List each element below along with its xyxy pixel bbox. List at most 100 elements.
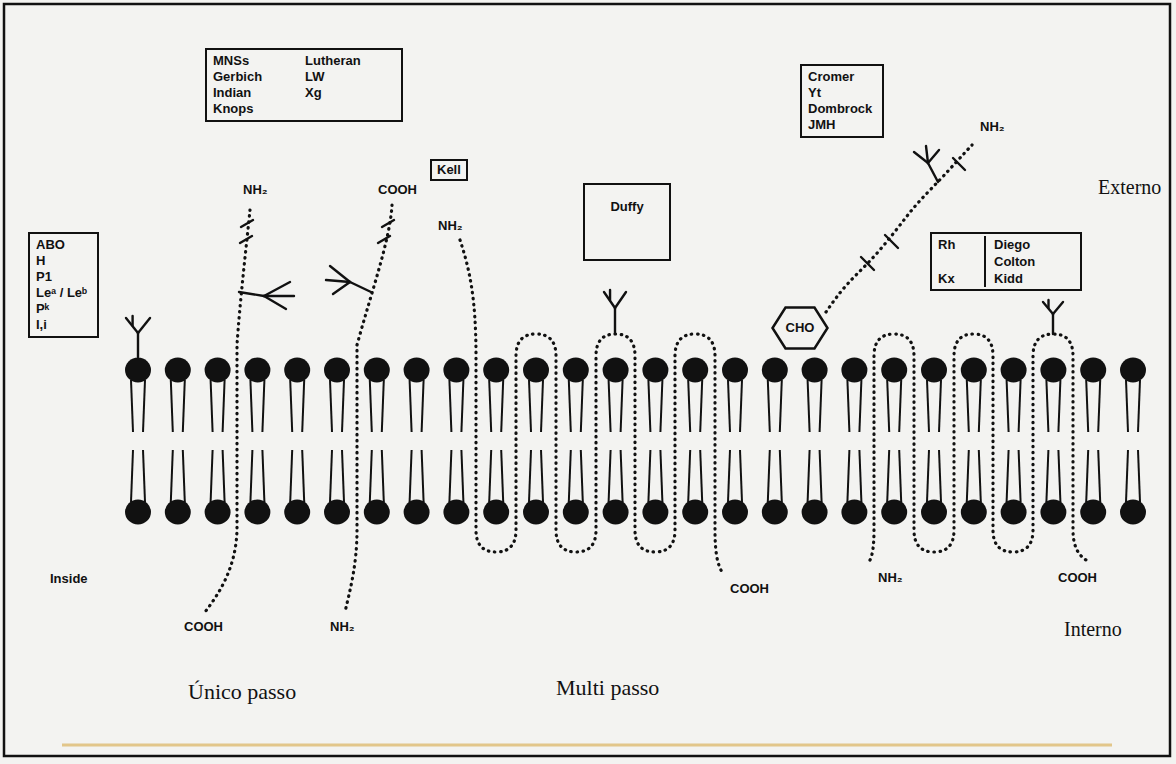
glycan-tick [885,235,898,248]
glycan [1052,314,1054,334]
lipid-head [841,500,867,525]
lipid-tail [847,380,849,432]
lipid-head [921,500,947,525]
lipid-tail [1046,450,1048,502]
antigen-name: Lutheran [305,53,397,69]
lipid-head [961,500,987,525]
lipid-tail [211,380,213,432]
frame [4,4,1170,756]
lipid-head [603,500,629,525]
lipid-tail [967,380,969,432]
lipid-head [802,358,828,383]
antigen-box: MNSsGerbichIndianKnopsLutheranLWXg [205,48,403,122]
lipid-head [523,358,549,383]
glycan [138,318,150,333]
lipid-tail [1138,450,1140,502]
lipid-tail [330,450,332,502]
glycan [264,296,286,309]
lipid-tail [808,450,810,502]
lipid-head [1080,358,1106,383]
lipid-tail [529,450,531,502]
lipid-tail [262,450,264,502]
terminus-label: NH₂ [438,219,463,233]
lipid-tail [847,450,849,502]
lipid-head [563,358,589,383]
lipid-tail [859,380,861,432]
lipid-tail [728,450,730,502]
lipid-tail [1046,380,1048,432]
terminus-label: COOH [378,183,417,197]
lipid-head [324,500,350,525]
glycan [326,280,350,282]
lipid-head [881,358,907,383]
lipid-head [603,358,629,383]
antigen-name: ABO [36,237,87,253]
lipid-head [125,358,151,383]
lipid-tail [1098,380,1100,432]
antigen-name: Colton [984,253,1080,270]
lipid-head [364,500,390,525]
lipid-tail [370,450,372,502]
lipid-tail [887,380,889,432]
lipid-head [642,500,668,525]
lipid-tail [927,450,929,502]
lipid-tail [342,450,344,502]
multi-pass-protein [870,334,1090,562]
glycan [350,282,371,292]
antigen-name: Duffy [591,199,663,215]
lipid-tail [700,450,702,502]
lipid-tail [183,380,185,432]
multi-pass-protein [460,240,722,572]
lipid-tail [250,380,252,432]
lipid-head [1080,500,1106,525]
lipid-head [443,500,469,525]
glycan [926,146,928,163]
lipid-tail [1126,380,1128,432]
lipid-tail [489,380,491,432]
antigen-name: JMH [808,117,872,133]
lipid-head [404,358,430,383]
lipid-head [802,500,828,525]
antigen-name: P1 [36,269,87,285]
glycan [239,292,264,296]
bottom-band [62,744,1112,747]
antigen-name: H [36,253,87,269]
lipid-tail [939,450,941,502]
glycan [609,290,611,300]
antigen-box: CromerYtDombrockJMH [800,64,884,138]
lipid-head [1040,358,1066,383]
lipid-tail [290,450,292,502]
antigen-box: ABOHP1Leᵃ / LeᵇPᵏI,i [28,232,99,338]
lipid-tail [1058,380,1060,432]
antigen-name: Kidd [984,270,1080,287]
lipid-tail [342,380,344,432]
lipid-tail [927,380,929,432]
lipid-tail [501,450,503,502]
lipid-tail [740,450,742,502]
antigen-name: Xg [305,85,397,101]
lipid-tail [660,450,662,502]
lipid-tail [688,450,690,502]
glycan [1047,300,1049,308]
glycan [264,282,290,296]
lipid-head [125,500,151,525]
lipid-tail [1138,380,1140,432]
lipid-tail [1098,450,1100,502]
lipid-tail [569,450,571,502]
lipid-head [682,358,708,383]
lipid-tail [1019,380,1021,432]
lipid-tail [449,450,451,502]
lipid-tail [410,450,412,502]
antigen-name: Pᵏ [36,301,87,317]
glycan [614,308,616,334]
antigen-name: Kx [932,270,984,287]
glycan-tick [953,158,965,170]
lipid-tail [648,380,650,432]
lipid-head [244,500,270,525]
lipid-tail [171,450,173,502]
antigen-name: I,i [36,317,87,333]
lipid-head [483,500,509,525]
antigen-name: Gerbich [213,69,305,85]
lipid-tail [489,450,491,502]
lipid-tail [768,380,770,432]
